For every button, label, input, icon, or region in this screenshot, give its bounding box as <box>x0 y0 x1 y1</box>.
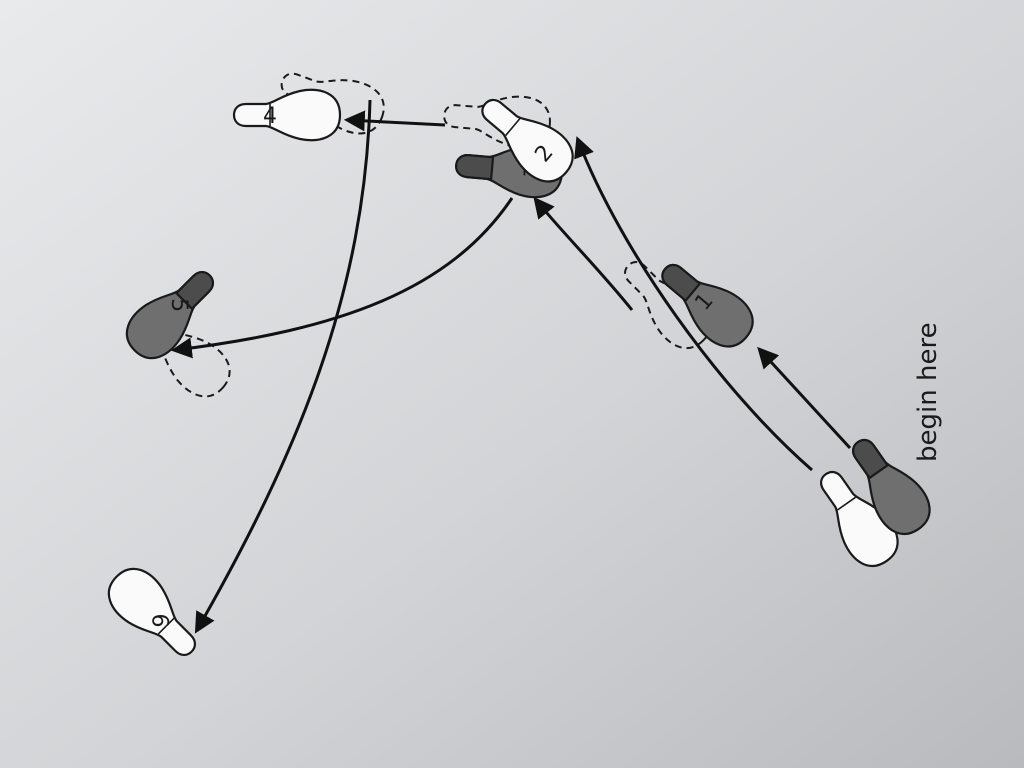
step-6-foot: 6 <box>97 557 211 671</box>
begin-here-caption: begin here <box>913 322 943 462</box>
step-paths <box>170 99 852 634</box>
start-left-foot <box>804 458 909 577</box>
arrow-to-step-1 <box>757 346 852 450</box>
arrow-to-step-5 <box>170 197 514 359</box>
step-6-label: 6 <box>146 613 171 627</box>
start-right-foot <box>836 426 941 545</box>
arrow-to-step-2 <box>574 136 813 472</box>
step-5-foot: 5 <box>115 256 229 370</box>
step-2-foot: 2 <box>467 83 584 193</box>
arrow-to-step-6 <box>194 99 372 634</box>
step-5-label: 5 <box>166 298 191 312</box>
arrow-to-step-3 <box>533 196 634 311</box>
step-4-label: 4 <box>263 104 277 129</box>
step-1-foot: 1 <box>647 248 764 358</box>
step-4-foot: 4 <box>232 88 342 142</box>
starting-feet <box>804 426 941 577</box>
arrow-to-step-4 <box>343 110 446 132</box>
